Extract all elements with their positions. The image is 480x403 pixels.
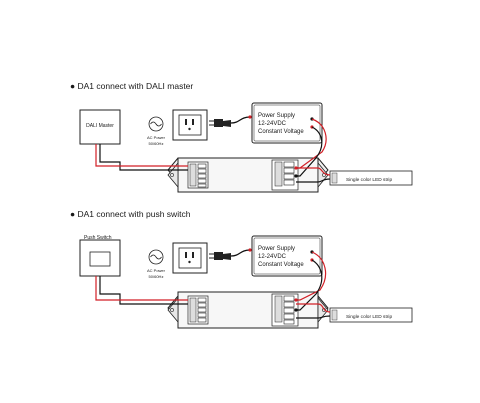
power-supply-box: Power Supply 12-24VDC Constant Voltage xyxy=(248,235,323,277)
power-supply-label-2: 12-24VDC xyxy=(258,121,287,127)
push-switch-button-icon xyxy=(89,251,111,267)
led-strip: Single color LED strip xyxy=(329,170,413,186)
ac-power-label-2: 50/60Hz xyxy=(149,141,164,146)
power-supply-label-1: Power Supply xyxy=(258,113,295,119)
da1-dimmer-module xyxy=(167,291,329,329)
ac-plug-icon xyxy=(209,249,251,260)
da1-dimmer-module xyxy=(167,157,329,193)
power-supply-label-1: Power Supply xyxy=(258,246,295,252)
push-switch-label: Push Switch xyxy=(84,235,112,241)
section-1-heading: ● DA1 connect with DALI master xyxy=(70,81,193,91)
dali-master-box xyxy=(79,109,121,145)
wires-section-1 xyxy=(95,118,331,183)
led-strip: Single color LED strip xyxy=(329,307,413,323)
section-push-switch: ● DA1 connect with push switch Push Swit… xyxy=(70,209,413,329)
led-strip-label: Single color LED strip xyxy=(346,177,392,183)
ac-power-icon xyxy=(148,116,164,132)
power-supply-label-2: 12-24VDC xyxy=(258,254,287,260)
wall-outlet-icon xyxy=(172,109,208,141)
ac-power-icon xyxy=(148,249,164,265)
power-supply-box: Power Supply 12-24VDC Constant Voltage xyxy=(248,102,323,144)
ac-plug-icon xyxy=(209,116,251,127)
wall-outlet-icon xyxy=(172,242,208,274)
section-2-heading: ● DA1 connect with push switch xyxy=(70,209,191,219)
led-strip-label: Single color LED strip xyxy=(346,314,392,320)
section-dali-master: ● DA1 connect with DALI master DALI Mast… xyxy=(70,81,413,193)
ac-power-label-1: AC Power xyxy=(147,135,166,140)
ac-power-label-1: AC Power xyxy=(147,268,166,273)
power-supply-label-3: Constant Voltage xyxy=(258,262,304,268)
ac-power-label-2: 50/60Hz xyxy=(149,274,164,279)
wires-section-2 xyxy=(95,251,331,319)
power-supply-label-3: Constant Voltage xyxy=(258,129,304,135)
dali-master-label: DALI Master xyxy=(86,123,114,129)
